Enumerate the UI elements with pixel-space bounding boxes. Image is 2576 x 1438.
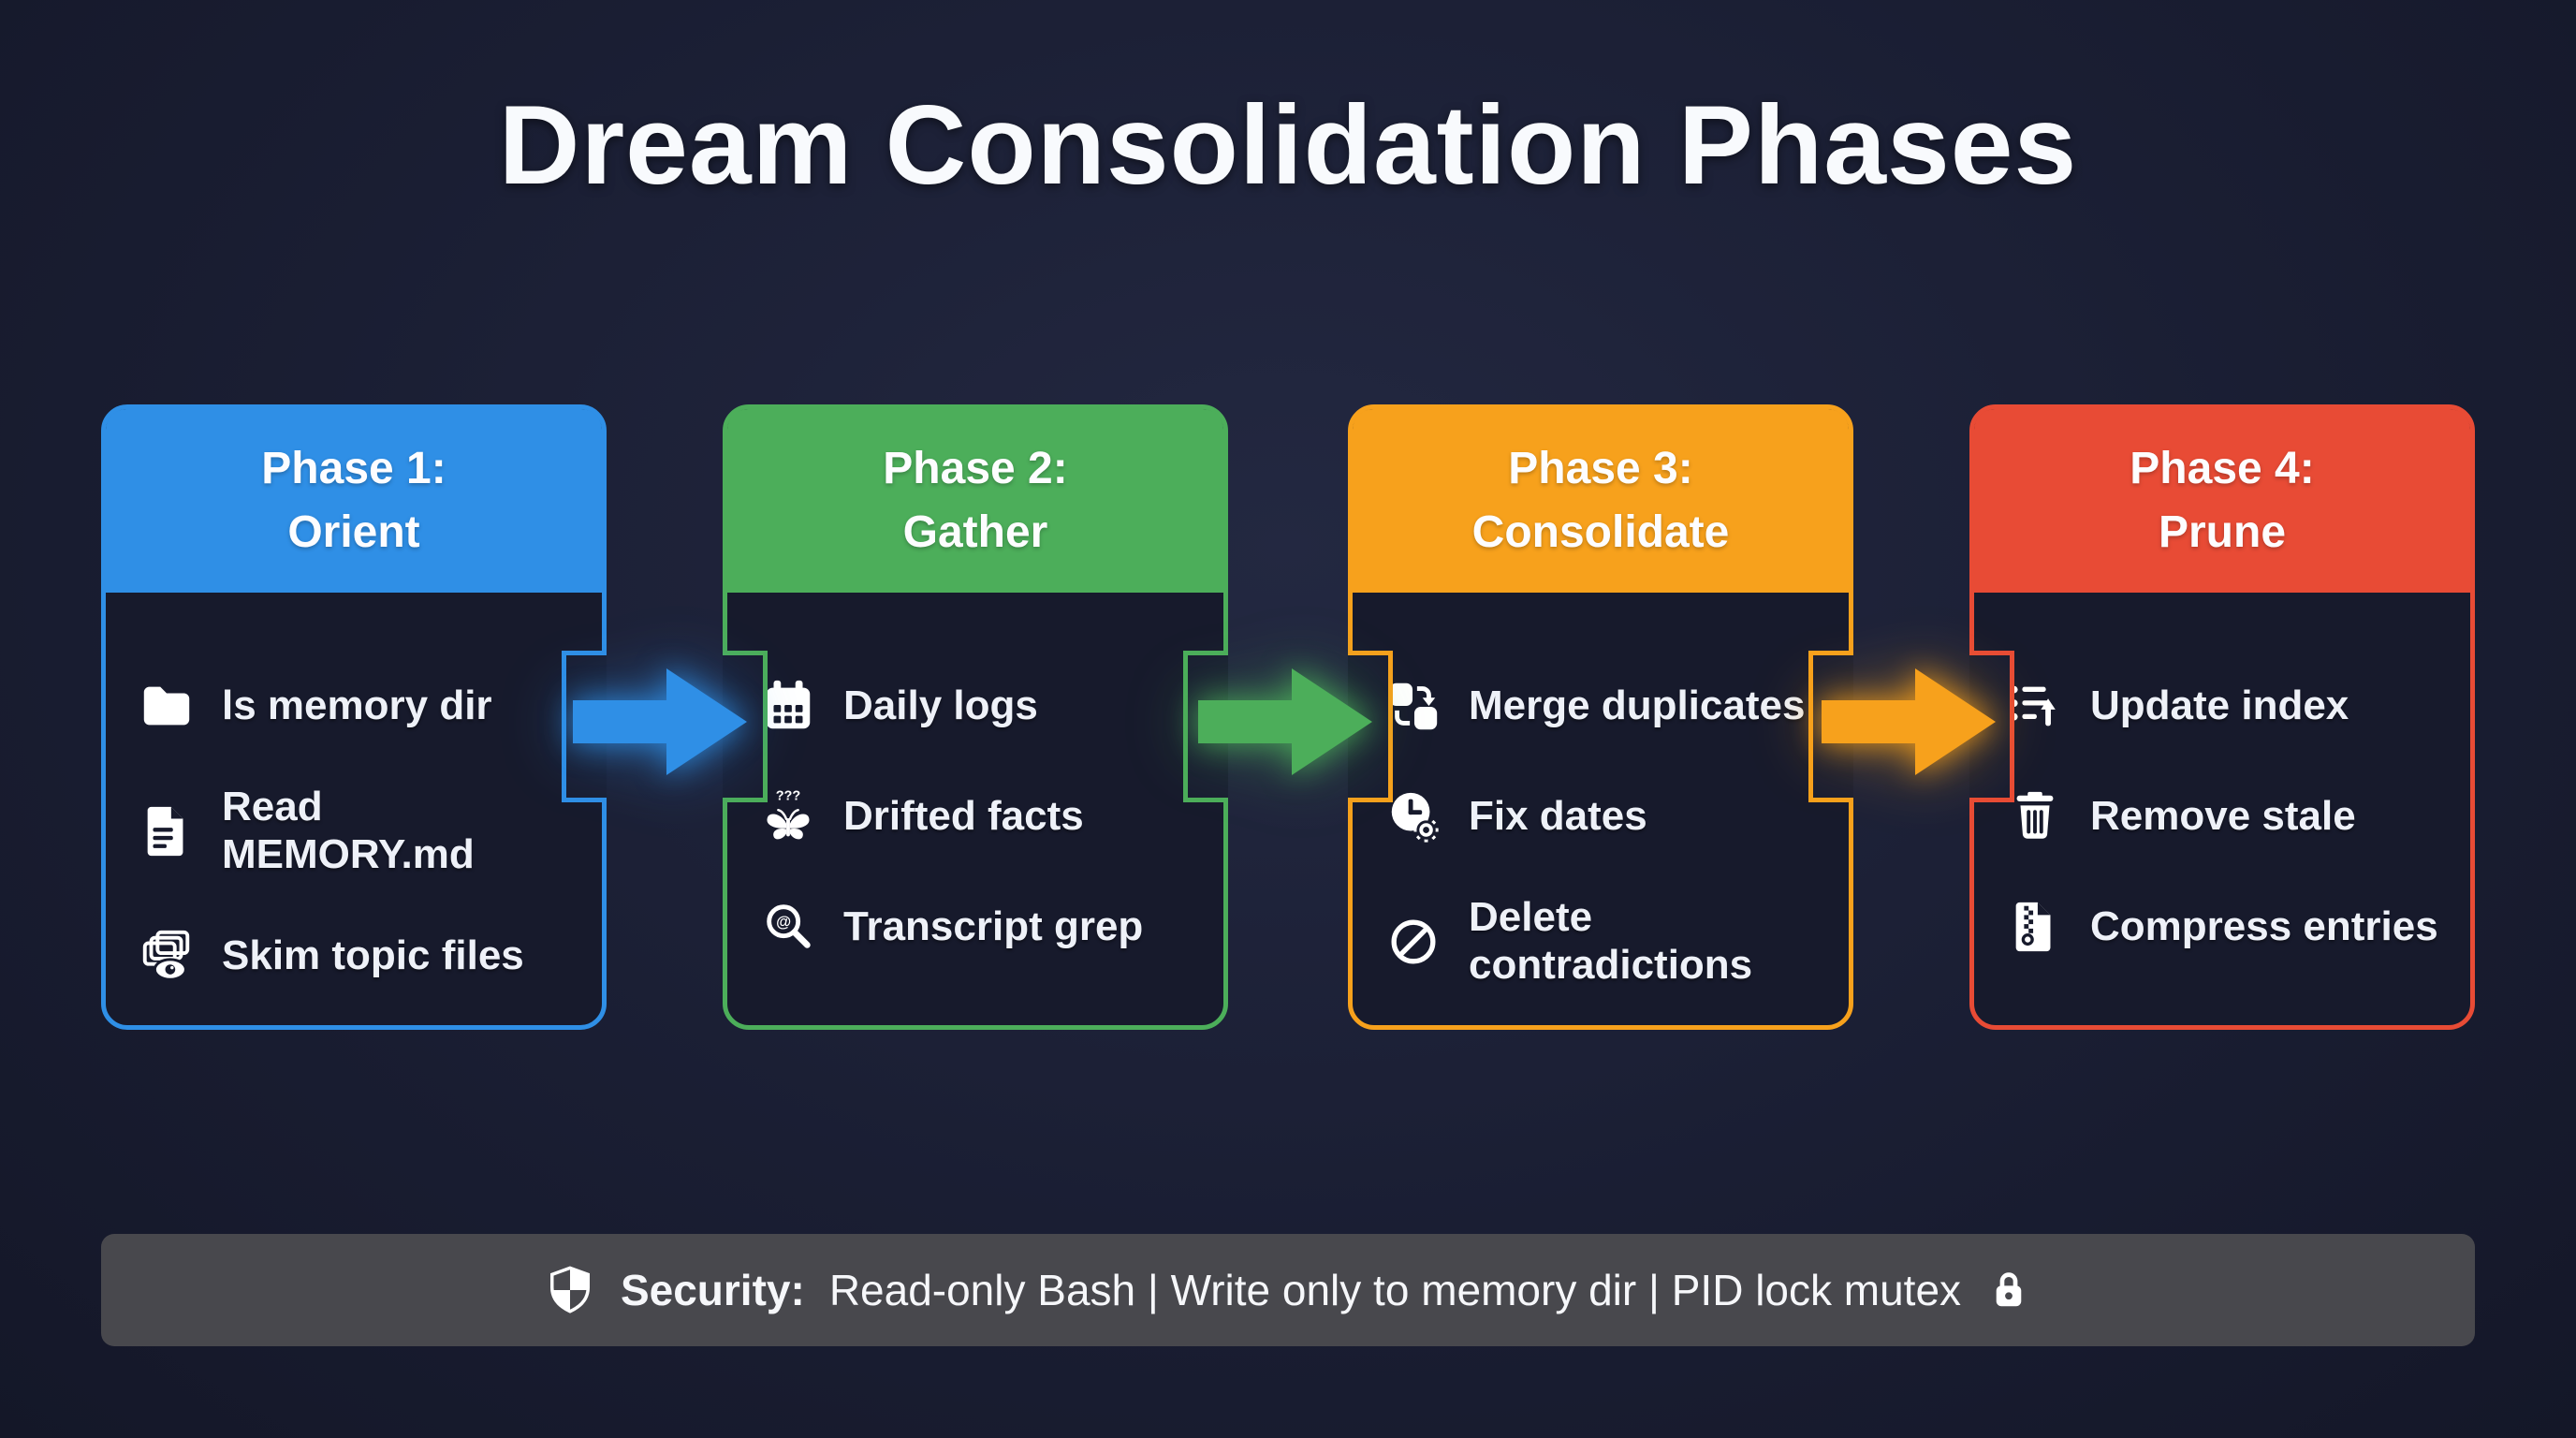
item-label: Transcript grep [843, 902, 1144, 949]
folder-icon [138, 677, 196, 735]
item-label: ls memory dir [222, 682, 492, 728]
item-label: Read MEMORY.md [222, 784, 475, 877]
list-item: Fix dates [1384, 784, 1824, 849]
page-title: Dream Consolidation Phases [498, 82, 2078, 208]
list-item: Merge duplicates [1384, 673, 1824, 739]
phase-2-items: Daily logs ??? [727, 593, 1223, 960]
item-label: Skim topic files [222, 932, 524, 978]
phase-1-subtitle: Orient [287, 507, 420, 557]
security-label: Security: [620, 1266, 805, 1314]
trash-icon [2006, 787, 2064, 845]
item-label: Update index [2090, 682, 2349, 728]
butterfly-question-icon: ??? [759, 787, 817, 845]
list-item: Skim topic files [138, 923, 578, 989]
calendar-icon [759, 677, 817, 735]
list-item: Compress entries [2006, 894, 2446, 960]
phase-3-items: Merge duplicates [1353, 593, 1849, 989]
clock-gear-icon [1384, 787, 1442, 845]
flow-arrow-3 [1822, 661, 1999, 783]
skim-files-eye-icon [138, 927, 196, 985]
phase-4-items: Update index Remove stale [1974, 593, 2470, 960]
list-item: Remove stale [2006, 784, 2446, 849]
phase-1-name: Phase 1: [261, 443, 446, 493]
list-item: Read MEMORY.md [138, 784, 578, 878]
item-label: Merge duplicates [1469, 682, 1806, 728]
list-item: @ Transcript grep [759, 894, 1199, 960]
item-label: Compress entries [2090, 902, 2438, 949]
search-grep-icon: @ [759, 898, 817, 956]
item-label: Fix dates [1469, 792, 1647, 839]
document-icon [138, 802, 196, 860]
flow-arrow-1 [573, 661, 751, 783]
no-entry-icon [1384, 913, 1442, 971]
phase-4-name: Phase 4: [2130, 443, 2315, 493]
phase-2-header: Phase 2: Gather [727, 409, 1223, 593]
zip-file-icon [2006, 898, 2064, 956]
phase-card-consolidate: Phase 3: Consolidate Merge duplicates [1348, 404, 1853, 1030]
phase-card-prune: Phase 4: Prune [1969, 404, 2475, 1030]
phase-3-subtitle: Consolidate [1471, 507, 1730, 557]
list-item: Update index [2006, 673, 2446, 739]
phase-3-header: Phase 3: Consolidate [1353, 409, 1849, 593]
phase-3-name: Phase 3: [1508, 443, 1693, 493]
shield-icon [544, 1264, 596, 1316]
phase-card-orient: Phase 1: Orient ls memory dir Read MEMO [101, 404, 607, 1030]
phase-1-header: Phase 1: Orient [106, 409, 602, 593]
lock-icon [1985, 1267, 2032, 1313]
flow-arrow-2 [1198, 661, 1376, 783]
list-item: Delete contradictions [1384, 894, 1824, 989]
item-label: Daily logs [843, 682, 1038, 728]
item-label: Remove stale [2090, 792, 2356, 839]
merge-icon [1384, 677, 1442, 735]
list-up-arrow-icon [2006, 677, 2064, 735]
phase-2-subtitle: Gather [902, 507, 1048, 557]
phase-card-gather: Phase 2: Gather Daily logs [723, 404, 1228, 1030]
security-bar: Security: Read-only Bash | Write only to… [101, 1234, 2475, 1346]
phase-2-name: Phase 2: [883, 443, 1068, 493]
phase-4-subtitle: Prune [2158, 507, 2287, 557]
phase-4-header: Phase 4: Prune [1974, 409, 2470, 593]
security-text: Read-only Bash | Write only to memory di… [828, 1266, 1962, 1314]
phase-1-items: ls memory dir Read MEMORY.md [106, 593, 602, 989]
list-item: ls memory dir [138, 673, 578, 739]
item-label: Drifted facts [843, 792, 1084, 839]
list-item: Daily logs [759, 673, 1199, 739]
svg-text:???: ??? [776, 789, 801, 804]
item-label: Delete contradictions [1469, 894, 1753, 988]
svg-text:@: @ [776, 914, 791, 931]
list-item: ??? Drifted facts [759, 784, 1199, 849]
